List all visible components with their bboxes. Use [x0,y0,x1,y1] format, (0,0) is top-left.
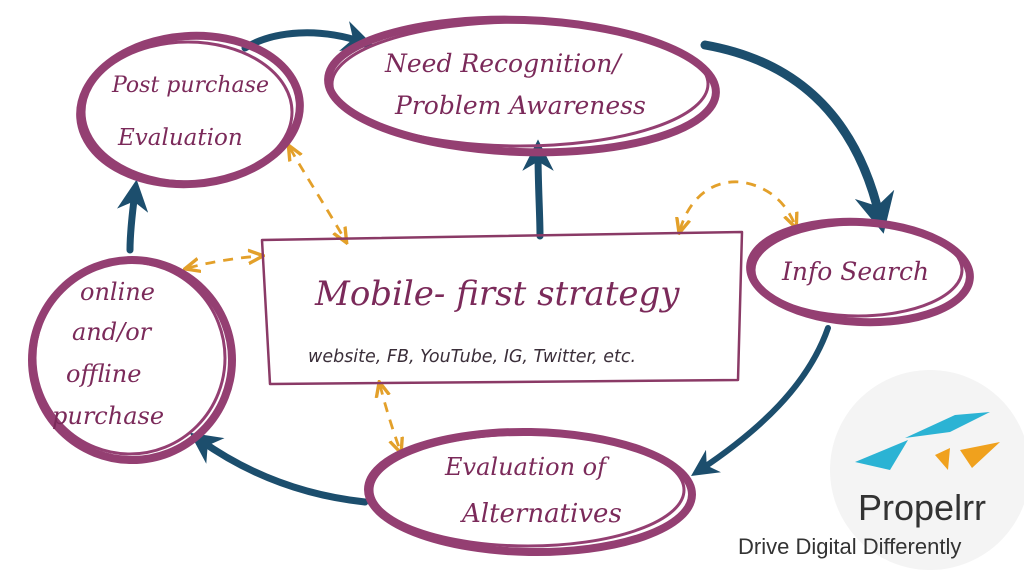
need-ellipse-inner [330,20,710,148]
cycle-arrows [116,21,895,506]
dashed-center-post [290,148,345,240]
purchase-line4: purchase [52,402,164,430]
mobile-first-box: Mobile- first strategy website, FB, YouT… [260,230,744,386]
center-channels: website, FB, YouTube, IG, Twitter, etc. [308,347,636,367]
dashed-center-evaluation [380,385,400,450]
arrow-center-to-need [522,139,554,240]
node-info-search: Info Search [746,217,974,327]
purchase-line3: offline [66,360,141,388]
propelrr-logo-icon [855,412,1000,470]
hub-links [188,148,795,450]
need-ellipse [324,15,720,157]
node-evaluation: Evaluation of Alternatives [364,427,696,557]
need-line1: Need Recognition/ [384,49,623,78]
brand-backdrop [830,370,1024,570]
evaluation-line1: Evaluation of [444,453,610,481]
brand-tagline: Drive Digital Differently [738,534,961,559]
post-ellipse [76,31,304,189]
info-ellipse [746,217,974,327]
arrow-info-to-evaluation [691,325,831,476]
brand-name: Propelrr [858,487,986,528]
arrow-purchase-to-post [116,179,149,254]
evaluation-line2: Alternatives [460,499,622,529]
arrow-need-to-info [700,40,895,234]
dashed-center-purchase [188,256,260,268]
propelrr-brand: Propelrr Drive Digital Differently [738,370,1024,570]
post-line2: Evaluation [117,125,243,151]
center-box-border [260,230,744,386]
evaluation-ellipse [364,427,696,557]
purchase-ellipse-inner [33,260,227,456]
purchase-line1: online [80,278,155,306]
info-ellipse-inner [752,222,964,318]
info-label: Info Search [781,257,929,286]
post-line1: Post purchase [111,73,269,98]
arrow-evaluation-to-purchase [189,432,369,506]
center-title: Mobile- first strategy [314,274,680,314]
node-post-purchase: Post purchase Evaluation [76,31,304,189]
dashed-center-info [680,180,795,230]
purchase-ellipse [28,256,236,464]
evaluation-ellipse-inner [370,432,686,548]
node-purchase: online and/or offline purchase [28,256,236,464]
node-need-recognition: Need Recognition/ Problem Awareness [324,15,720,157]
purchase-line2: and/or [72,318,153,346]
need-line2: Problem Awareness [394,91,646,120]
post-ellipse-inner [82,40,294,184]
arrow-post-to-need [241,21,374,52]
